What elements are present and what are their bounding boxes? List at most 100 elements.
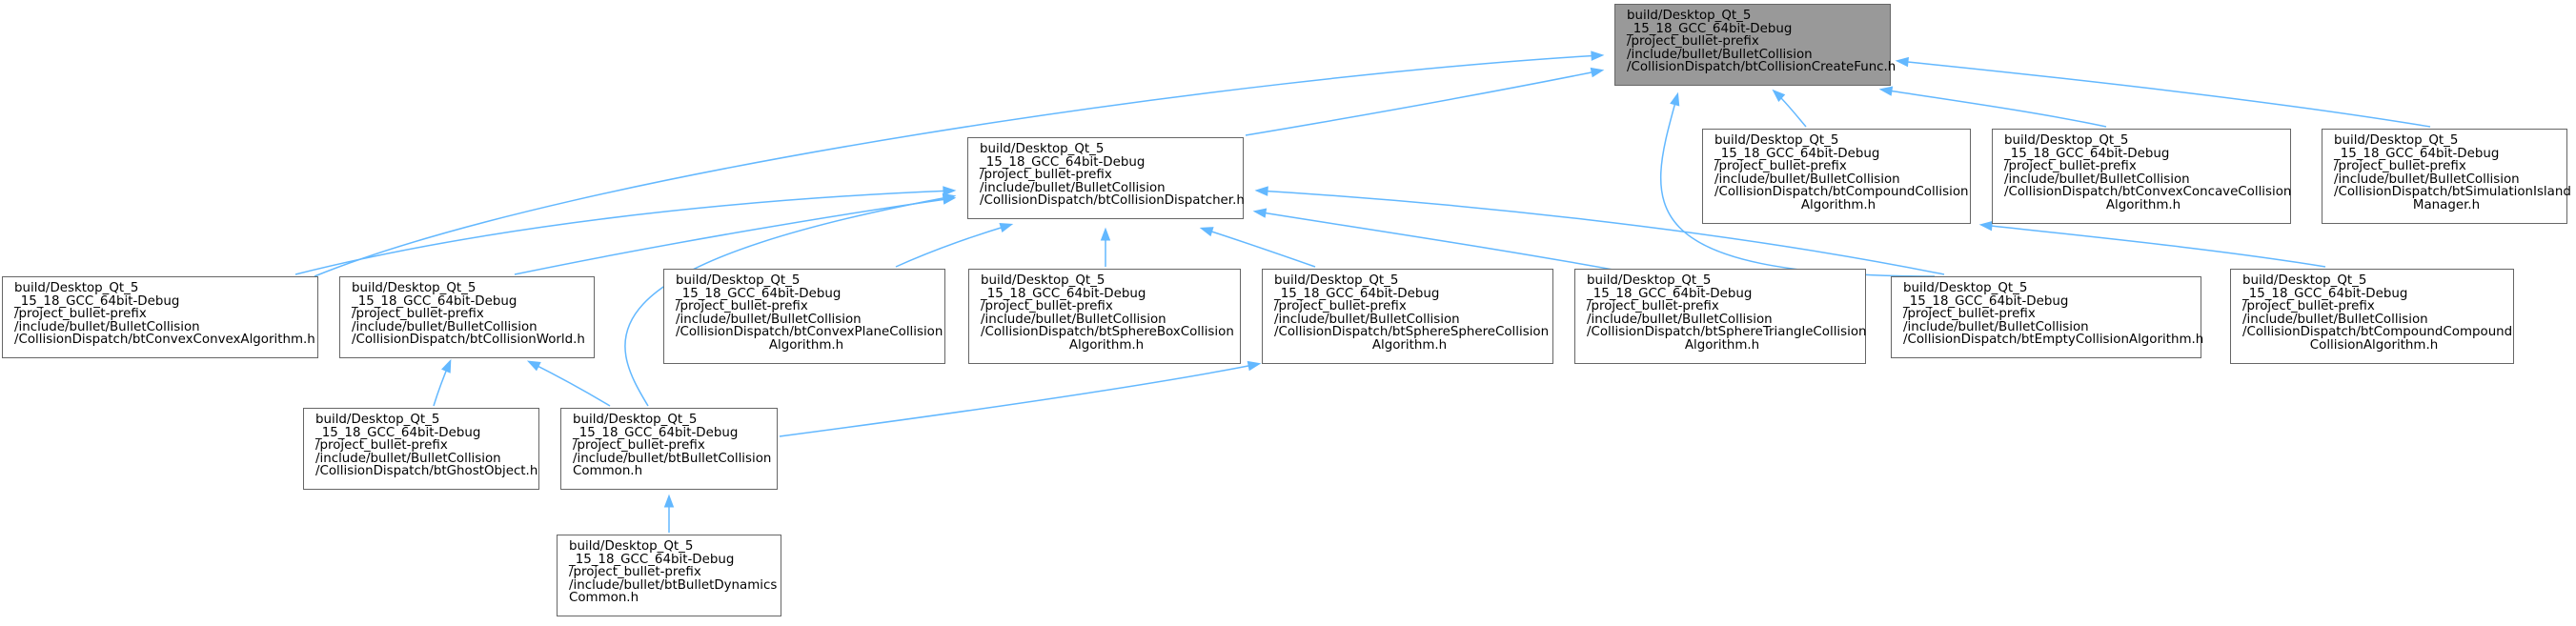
node-label-line: build/Desktop_Qt_5	[2004, 133, 2129, 148]
node-label-line: _15_18_GCC_64bit-Debug	[573, 425, 739, 440]
edge-arrowhead	[1252, 208, 1268, 218]
node-convex-convex[interactable]: build/Desktop_Qt_5_15_18_GCC_64bit-Debug…	[2, 276, 318, 358]
node-label-line: _15_18_GCC_64bit-Debug	[569, 552, 735, 567]
node-label-line: /CollisionDispatch/btCompoundCollision	[1714, 185, 1969, 200]
node-compound-compound[interactable]: build/Desktop_Qt_5_15_18_GCC_64bit-Debug…	[2230, 269, 2514, 364]
edge-arrowhead	[1772, 89, 1786, 102]
edge-line	[314, 54, 1602, 277]
node-label-line: /CollisionDispatch/btGhostObject.h	[315, 464, 538, 479]
node-label-line: /include/bullet/btBulletDynamics	[569, 577, 778, 593]
node-label-line: /project_bullet-prefix	[14, 307, 147, 322]
edge-line	[1881, 89, 2107, 128]
edge-world-to-dispatcher	[514, 194, 957, 275]
node-label-line: build/Desktop_Qt_5	[1714, 133, 1839, 148]
node-label-line: /include/bullet/BulletCollision	[1714, 172, 1900, 187]
node-world[interactable]: build/Desktop_Qt_5_15_18_GCC_64bit-Debug…	[339, 276, 595, 358]
edge-bullet_collision_common-to-dispatcher	[624, 192, 957, 407]
node-sphere-sphere[interactable]: build/Desktop_Qt_5_15_18_GCC_64bit-Debug…	[1262, 269, 1553, 364]
node-label-line: /CollisionDispatch/btCollisionCreateFunc…	[1627, 60, 1897, 75]
node-label-line: _15_18_GCC_64bit-Debug	[14, 293, 180, 309]
edge-convex_convex-to-dispatcher	[294, 186, 957, 275]
node-label-line: /include/bullet/BulletCollision	[980, 180, 1166, 195]
edge-line	[294, 190, 954, 275]
edge-sphere_box-to-dispatcher	[1100, 227, 1111, 267]
edge-bullet_collision_common-to-world	[526, 360, 611, 407]
edge-line	[1202, 228, 1316, 268]
node-label-line: /CollisionDispatch/btConvexPlaneCollisio…	[676, 325, 943, 340]
node-create-func: build/Desktop_Qt_5_15_18_GCC_64bit-Debug…	[1614, 4, 1897, 86]
node-label-line: Common.h	[573, 464, 643, 479]
edge-bullet_dynamics_common-to-bullet_collision_common	[663, 494, 675, 533]
node-label-line: /project_bullet-prefix	[981, 299, 1113, 314]
node-bullet-dynamics-common[interactable]: build/Desktop_Qt_5_15_18_GCC_64bit-Debug…	[557, 535, 781, 616]
node-label-line: _15_18_GCC_64bit-Debug	[1714, 146, 1880, 161]
node-label-line: /include/bullet/BulletCollision	[2242, 312, 2428, 327]
node-bullet-collision-common[interactable]: build/Desktop_Qt_5_15_18_GCC_64bit-Debug…	[560, 408, 778, 490]
node-label-line: /project_bullet-prefix	[980, 168, 1112, 183]
node-label-line: /include/bullet/BulletCollision	[2334, 172, 2520, 187]
edge-arrowhead	[1100, 227, 1111, 241]
edge-line	[1245, 70, 1602, 136]
node-label-line: /include/bullet/btBulletCollision	[573, 451, 772, 466]
node-label-line: _15_18_GCC_64bit-Debug	[980, 154, 1146, 170]
node-convex-concave[interactable]: build/Desktop_Qt_5_15_18_GCC_64bit-Debug…	[1992, 129, 2291, 224]
edge-convex_convex-to-create_func	[314, 50, 1605, 277]
node-label-line: /include/bullet/BulletCollision	[315, 451, 501, 466]
node-label-line: Algorithm.h	[1371, 337, 1448, 353]
edge-line	[1897, 60, 2431, 128]
edge-line	[1981, 224, 2326, 268]
edge-convex_plane-to-dispatcher	[895, 223, 1014, 268]
node-label-line: build/Desktop_Qt_5	[573, 413, 698, 427]
node-label-line: build/Desktop_Qt_5	[1587, 273, 1712, 288]
node-label-line: build/Desktop_Qt_5	[1903, 281, 2028, 295]
node-label-line: Algorithm.h	[2105, 197, 2181, 212]
node-sim-island[interactable]: build/Desktop_Qt_5_15_18_GCC_64bit-Debug…	[2322, 129, 2571, 224]
edge-arrowhead	[663, 494, 675, 508]
edge-line	[779, 363, 1259, 437]
node-label-line: CollisionAlgorithm.h	[2309, 337, 2439, 353]
node-label-line: _15_18_GCC_64bit-Debug	[1274, 286, 1440, 301]
node-compound[interactable]: build/Desktop_Qt_5_15_18_GCC_64bit-Debug…	[1702, 129, 1971, 224]
node-dispatcher[interactable]: build/Desktop_Qt_5_15_18_GCC_64bit-Debug…	[967, 137, 1245, 219]
edge-arrowhead	[1878, 86, 1894, 96]
node-label-line: build/Desktop_Qt_5	[981, 273, 1105, 288]
edge-dispatcher-to-create_func	[1245, 67, 1605, 136]
node-label-line: /CollisionDispatch/btConvexConvexAlgorit…	[14, 333, 315, 348]
node-ghost[interactable]: build/Desktop_Qt_5_15_18_GCC_64bit-Debug…	[303, 408, 539, 490]
node-label-line: build/Desktop_Qt_5	[2242, 273, 2367, 288]
node-empty[interactable]: build/Desktop_Qt_5_15_18_GCC_64bit-Debug…	[1891, 276, 2203, 358]
node-sphere-triangle[interactable]: build/Desktop_Qt_5_15_18_GCC_64bit-Debug…	[1574, 269, 1867, 364]
node-label-line: Algorithm.h	[1684, 337, 1760, 353]
node-label-line: /CollisionDispatch/btConvexConcaveCollis…	[2004, 185, 2292, 200]
edge-arrowhead	[1895, 56, 1909, 68]
edge-arrowhead	[942, 192, 957, 203]
node-label-line: build/Desktop_Qt_5	[315, 413, 440, 427]
node-label-line: /include/bullet/BulletCollision	[676, 312, 862, 327]
node-label-line: /CollisionDispatch/btSphereTriangleColli…	[1587, 325, 1867, 340]
node-label-line: /project_bullet-prefix	[573, 438, 705, 454]
edge-line	[529, 361, 611, 407]
node-label-line: /project_bullet-prefix	[315, 438, 448, 454]
node-label-line: build/Desktop_Qt_5	[676, 273, 801, 288]
node-label-line: _15_18_GCC_64bit-Debug	[2242, 286, 2408, 301]
node-convex-plane[interactable]: build/Desktop_Qt_5_15_18_GCC_64bit-Debug…	[663, 269, 945, 364]
node-sphere-box[interactable]: build/Desktop_Qt_5_15_18_GCC_64bit-Debug…	[968, 269, 1241, 364]
edge-convex_concave-to-create_func	[1878, 86, 2107, 128]
node-label-line: build/Desktop_Qt_5	[352, 281, 477, 295]
node-label-line: _15_18_GCC_64bit-Debug	[981, 286, 1146, 301]
node-label-line: /CollisionDispatch/btSphereBoxCollision	[981, 325, 1234, 340]
node-label-line: build/Desktop_Qt_5	[980, 142, 1105, 156]
node-label-line: /include/bullet/BulletCollision	[352, 319, 538, 334]
node-label-line: Algorithm.h	[1068, 337, 1145, 353]
edge-arrowhead	[1591, 50, 1605, 61]
edge-line	[1257, 190, 1945, 275]
node-label-line: _15_18_GCC_64bit-Debug	[1587, 286, 1753, 301]
node-label-line: /project_bullet-prefix	[352, 307, 484, 322]
edge-line	[624, 195, 954, 407]
node-label-line: build/Desktop_Qt_5	[1627, 9, 1752, 23]
node-label-line: /include/bullet/BulletCollision	[1587, 312, 1773, 327]
edge-line	[895, 224, 1011, 268]
node-label-line: /CollisionDispatch/btSphereSphereCollisi…	[1274, 325, 1550, 340]
